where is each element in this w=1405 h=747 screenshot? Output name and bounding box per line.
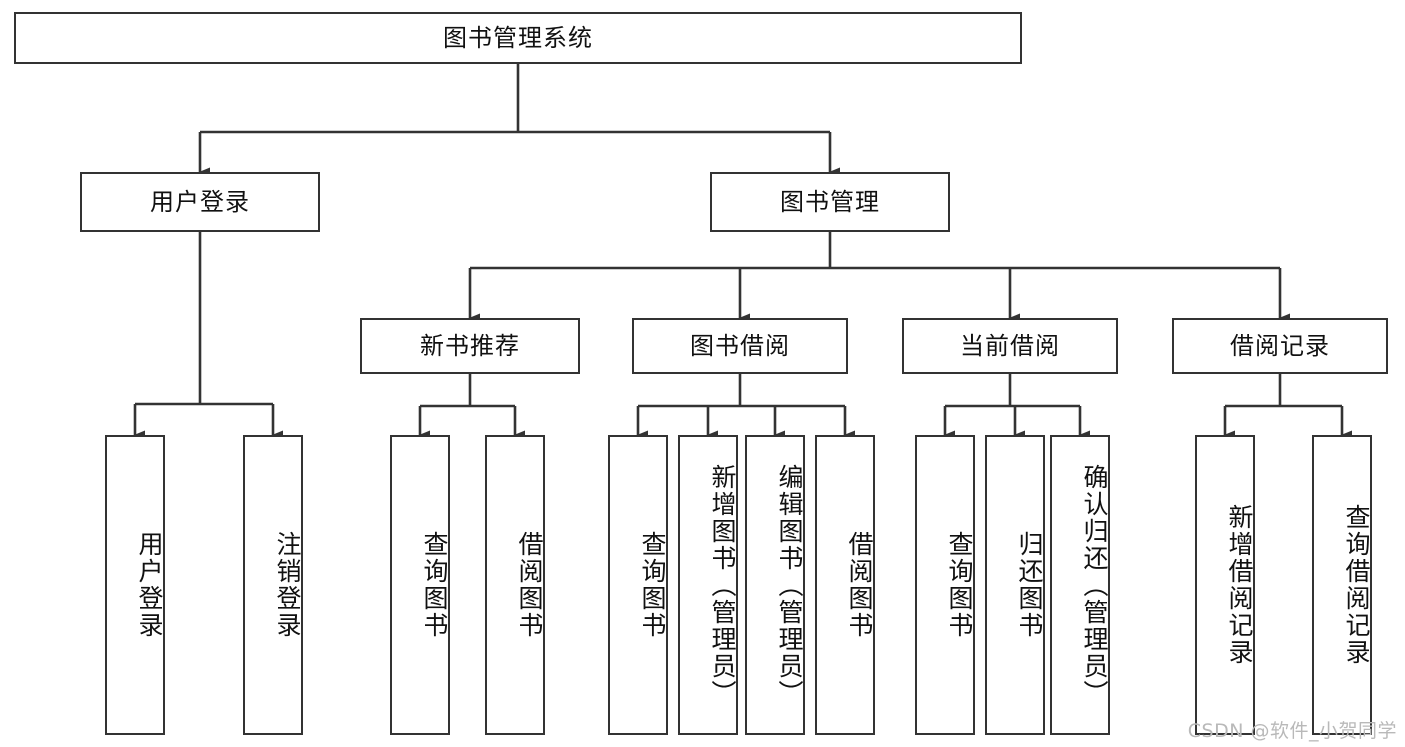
node-label: 归还图书 [1015, 531, 1044, 639]
node-label: 新增图书（管理员） [708, 463, 737, 707]
node-label: 借阅图书 [515, 531, 544, 639]
node-label: 新书推荐 [420, 331, 520, 360]
leaf-query-book-2[interactable]: 查询图书 [608, 435, 668, 735]
node-new-book-recommend[interactable]: 新书推荐 [360, 318, 580, 374]
node-current-borrow[interactable]: 当前借阅 [902, 318, 1118, 374]
leaf-edit-book[interactable]: 编辑图书（管理员） [745, 435, 805, 735]
node-label: 当前借阅 [960, 331, 1060, 360]
node-label: 新增借阅记录 [1225, 504, 1254, 666]
node-label: 编辑图书（管理员） [775, 463, 804, 707]
leaf-logout[interactable]: 注销登录 [243, 435, 303, 735]
node-book-manage[interactable]: 图书管理 [710, 172, 950, 232]
leaf-user-login[interactable]: 用户登录 [105, 435, 165, 735]
node-label: 注销登录 [273, 531, 302, 639]
watermark-text: CSDN @软件_小贺同学 [1187, 720, 1397, 742]
node-user-login[interactable]: 用户登录 [80, 172, 320, 232]
leaf-add-record[interactable]: 新增借阅记录 [1195, 435, 1255, 735]
node-label: 用户登录 [135, 531, 164, 639]
node-label: 查询借阅记录 [1342, 504, 1371, 666]
node-label: 图书管理系统 [443, 23, 593, 52]
leaf-return-book[interactable]: 归还图书 [985, 435, 1045, 735]
node-label: 借阅记录 [1230, 331, 1330, 360]
node-label: 查询图书 [420, 531, 449, 639]
node-borrow-record[interactable]: 借阅记录 [1172, 318, 1388, 374]
node-book-borrow[interactable]: 图书借阅 [632, 318, 848, 374]
leaf-borrow-book-1[interactable]: 借阅图书 [485, 435, 545, 735]
node-label: 确认归还（管理员） [1080, 463, 1109, 707]
leaf-query-book-1[interactable]: 查询图书 [390, 435, 450, 735]
node-label: 查询图书 [945, 531, 974, 639]
node-label: 查询图书 [638, 531, 667, 639]
node-label: 图书管理 [780, 187, 880, 216]
node-label: 图书借阅 [690, 331, 790, 360]
leaf-query-book-3[interactable]: 查询图书 [915, 435, 975, 735]
leaf-confirm-return[interactable]: 确认归还（管理员） [1050, 435, 1110, 735]
leaf-borrow-book-2[interactable]: 借阅图书 [815, 435, 875, 735]
node-label: 用户登录 [150, 187, 250, 216]
node-root[interactable]: 图书管理系统 [14, 12, 1022, 64]
leaf-query-record[interactable]: 查询借阅记录 [1312, 435, 1372, 735]
leaf-add-book[interactable]: 新增图书（管理员） [678, 435, 738, 735]
node-label: 借阅图书 [845, 531, 874, 639]
